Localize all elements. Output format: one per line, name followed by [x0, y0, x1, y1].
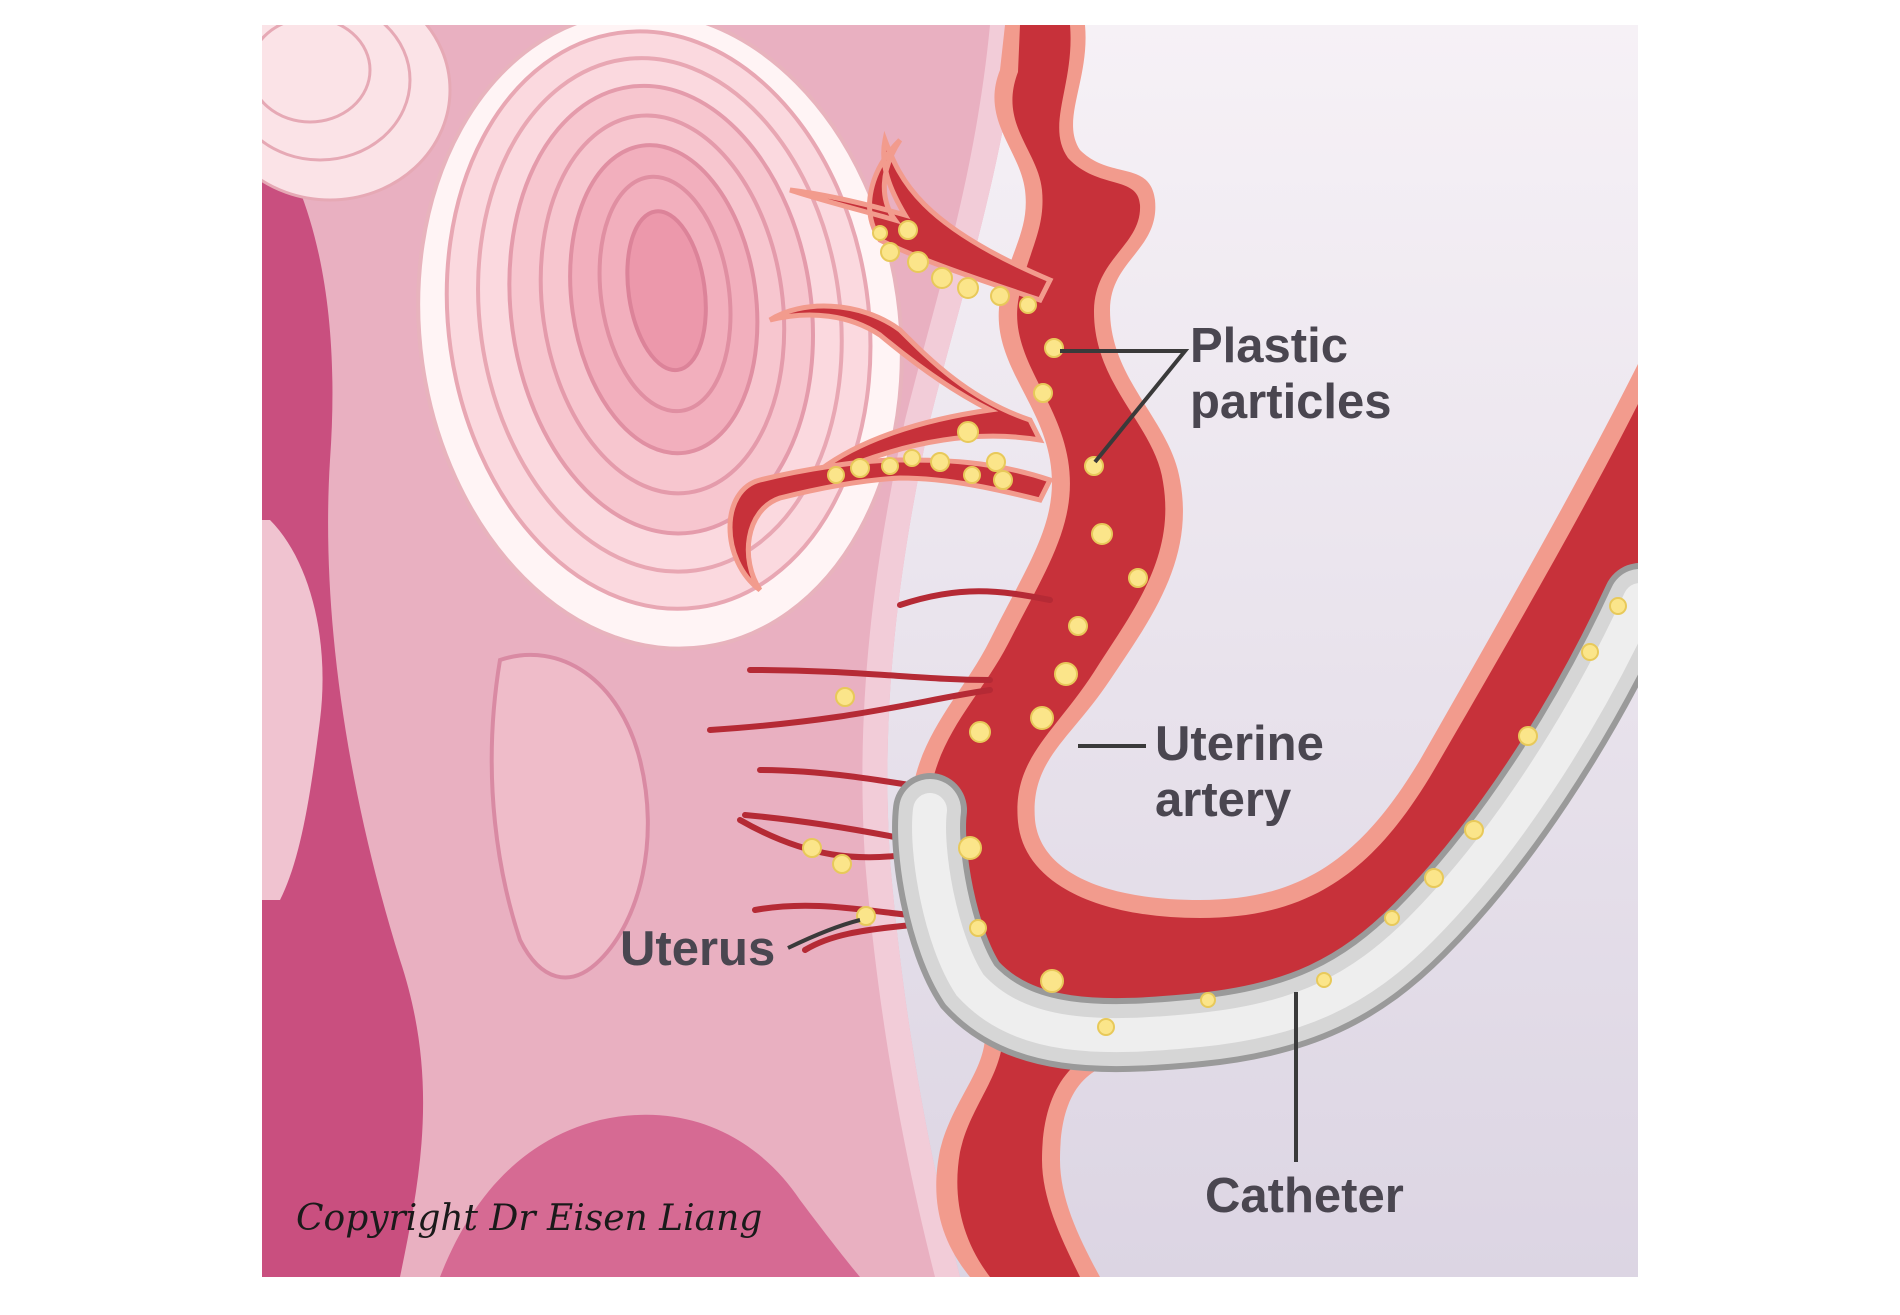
vessel-2	[747, 667, 993, 683]
catheter-lumen	[912, 583, 1638, 1053]
small-fibroid	[262, 25, 452, 202]
vessel-6	[737, 817, 908, 861]
label-uterine-line1: Uterine	[1155, 717, 1324, 771]
uterus-leader	[787, 918, 861, 950]
label-uterine-line2: artery	[1155, 773, 1291, 827]
vessel-3	[707, 687, 993, 733]
uterine-fold-2	[262, 520, 323, 900]
plastic-particles	[802, 220, 1627, 1036]
leader-lines	[787, 349, 1298, 1162]
label-uterus: Uterus	[620, 922, 775, 976]
label-catheter: Catheter	[1205, 1169, 1404, 1223]
fibroid	[416, 25, 904, 651]
label-plastic-line1: Plastic	[1190, 319, 1348, 373]
small-vessels	[707, 588, 1053, 953]
uterine-cavity	[262, 120, 424, 1277]
copyright-text: Copyright Dr Eisen Liang	[296, 1198, 762, 1239]
uterine-cavity-lower	[440, 1114, 860, 1277]
vessel-7	[752, 902, 913, 918]
uterine-artery-lumen	[928, 25, 1638, 1277]
vessel-8	[802, 922, 915, 953]
plastic-particles-leader	[1060, 349, 1190, 464]
label-plastic-line2: particles	[1190, 375, 1392, 429]
uterine-fold	[489, 653, 650, 980]
catheter	[892, 563, 1638, 1073]
vessel-1	[897, 588, 1053, 608]
branch-lower	[727, 457, 1054, 592]
